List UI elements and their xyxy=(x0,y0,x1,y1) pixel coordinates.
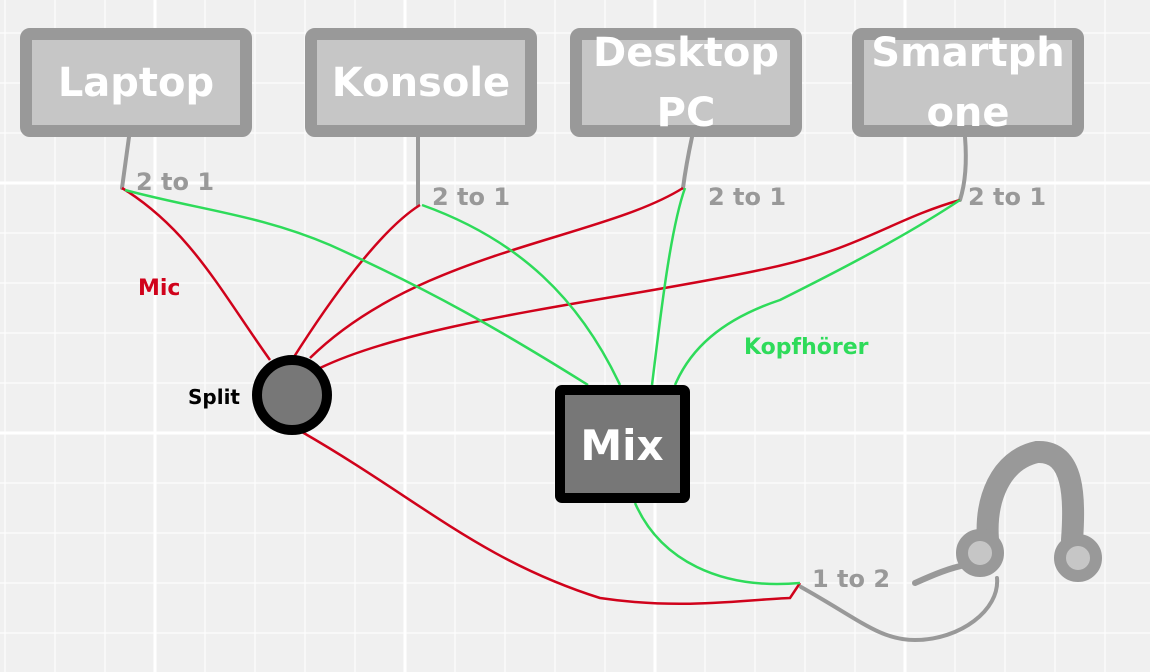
device-label-line2: PC xyxy=(657,90,716,136)
hub-label-konsole: 2 to 1 xyxy=(432,183,510,211)
device-label-line1: Desktop xyxy=(593,30,779,76)
device-cables xyxy=(120,135,968,207)
device-label: Konsole xyxy=(332,60,510,106)
device-label-line1: Smartph xyxy=(871,30,1064,76)
device-smartphone[interactable]: Smartph one xyxy=(852,28,1084,137)
output-hub-label: 1 to 2 xyxy=(812,565,890,593)
hub-label-desktop: 2 to 1 xyxy=(708,183,786,211)
headphone-label: Kopfhörer xyxy=(744,335,869,360)
hub-label-smartphone: 2 to 1 xyxy=(968,183,1046,211)
mix-label: Mix xyxy=(580,421,663,470)
mic-label: Mic xyxy=(138,276,180,301)
mic-cables xyxy=(121,186,961,606)
device-label-line2: one xyxy=(926,90,1009,136)
mix-node[interactable]: Mix xyxy=(555,385,690,503)
device-label: Laptop xyxy=(58,60,214,106)
headphone-cables xyxy=(124,187,961,586)
device-laptop[interactable]: Laptop xyxy=(20,28,252,137)
split-node[interactable] xyxy=(252,355,332,435)
split-label: Split xyxy=(188,385,240,409)
device-desktop-pc[interactable]: Desktop PC xyxy=(570,28,802,137)
hub-label-laptop: 2 to 1 xyxy=(136,168,214,196)
device-konsole[interactable]: Konsole xyxy=(305,28,537,137)
headphones-icon xyxy=(799,441,1102,643)
